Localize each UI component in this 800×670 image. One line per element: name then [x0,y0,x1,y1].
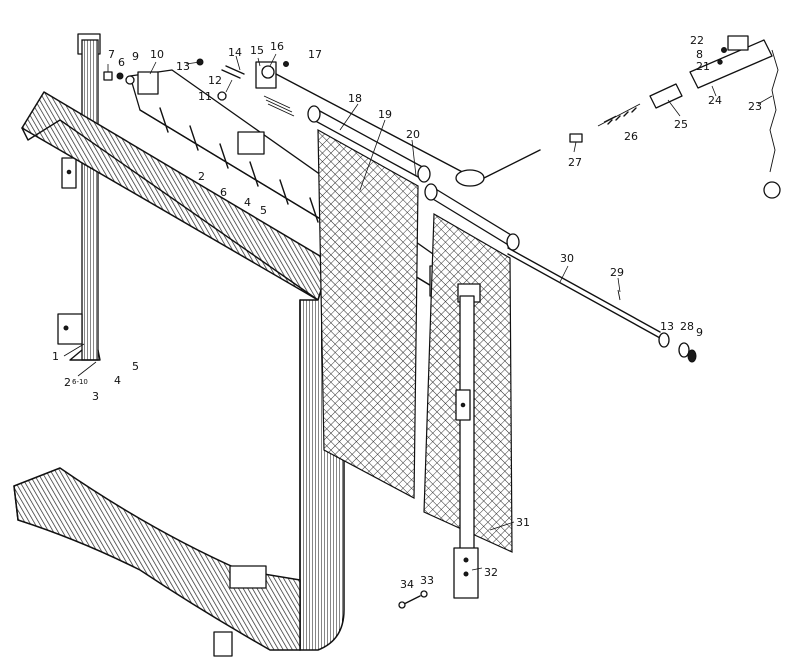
callout-4-mid: 4 [244,196,251,209]
control-cable-assembly [275,35,781,199]
callout-6-top: 6 [118,56,125,69]
callout-leaders [63,53,773,571]
callout-22: 22 [690,34,704,47]
roller-tube-rear [424,183,520,251]
lower-control-rod [507,247,697,363]
mesh-curtain-front [317,128,419,499]
callout-14: 14 [228,46,242,59]
callout-11: 11 [198,90,212,103]
callout-8: 8 [696,48,703,61]
callout-30: 30 [560,252,574,265]
callout-34: 34 [400,578,414,591]
callout-26: 26 [624,130,638,143]
callout-9-top: 9 [132,50,139,63]
callout-3: 3 [92,390,99,403]
callout-9-right: 9 [696,326,703,339]
callout-7: 7 [108,48,115,61]
callout-1: 1 [52,350,59,363]
callout-4-left: 4 [114,374,121,387]
callout-2-left: 2 [64,376,71,389]
callout-12: 12 [208,74,222,87]
callout-13-right: 13 [660,320,674,333]
callout-labels: 1 2 6-10 3 4 5 7 6 9 10 13 14 15 16 17 1… [52,34,762,591]
callout-29: 29 [610,266,624,279]
bolt-and-washer [398,590,428,609]
callout-5-mid: 5 [260,204,267,217]
callout-10: 10 [150,48,164,61]
callout-27: 27 [568,156,582,169]
callout-16: 16 [270,40,284,53]
callout-13-top: 13 [176,60,190,73]
callout-18: 18 [348,92,362,105]
left-guide-rail [57,33,101,361]
callout-33: 33 [420,574,434,587]
callout-23: 23 [748,100,762,113]
callout-6-mid: 6 [220,186,227,199]
callout-6-10: 6-10 [72,378,88,386]
callout-15: 15 [250,44,264,57]
callout-5-left: 5 [132,360,139,373]
upper-bracket-parts [103,58,295,117]
callout-24: 24 [708,94,722,107]
callout-2-mid: 2 [198,170,205,183]
callout-19: 19 [378,108,392,121]
roller-tube-front [307,105,431,183]
callout-31: 31 [516,516,530,529]
right-guide-rail [453,283,481,599]
callout-21: 21 [696,60,710,73]
callout-17: 17 [308,48,322,61]
callout-20: 20 [406,128,420,141]
callout-28: 28 [680,320,694,333]
callout-32: 32 [484,566,498,579]
callout-25: 25 [674,118,688,131]
